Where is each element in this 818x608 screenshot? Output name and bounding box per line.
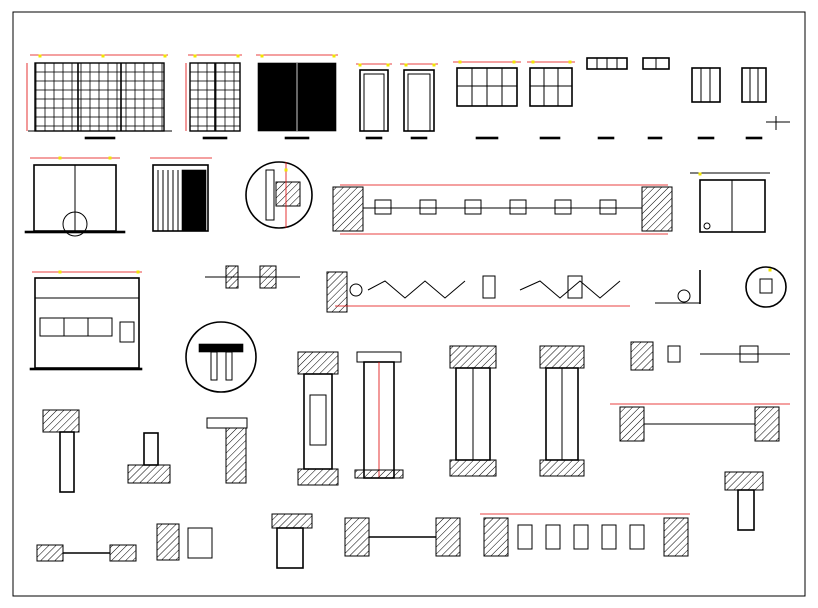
- section-head-detail-left: [42, 409, 80, 493]
- elevation-window-high-small: [642, 57, 670, 140]
- plan-section-jamb-c: [156, 523, 213, 561]
- dimension-grip-marker: [386, 63, 390, 67]
- vertical-section-window-b: [539, 345, 585, 477]
- section-sill-detail-b: [206, 417, 248, 484]
- dimension-grip-marker: [698, 172, 702, 176]
- plan-section-double-jamb: [344, 517, 461, 557]
- dimension-grip-marker: [101, 54, 105, 58]
- vertical-section-window-a: [449, 345, 497, 477]
- elevation-solid-double-door: [256, 54, 338, 140]
- elevation-single-door-a: [356, 63, 392, 140]
- detail-bubble-hinge: [245, 161, 313, 229]
- elevation-single-door-b: [400, 63, 438, 140]
- section-mullion-detail: [630, 341, 790, 371]
- elevation-window-high-wide: [586, 57, 628, 140]
- dimension-grip-marker: [404, 63, 408, 67]
- section-frame-jamb: [205, 265, 300, 289]
- elevation-triple-glazed-door: [26, 54, 172, 140]
- detail-bubble-threshold: [185, 321, 257, 393]
- dimension-grip-marker: [163, 54, 167, 58]
- dimension-grip-marker: [193, 54, 197, 58]
- section-small-jamb-right: [724, 471, 764, 531]
- dimension-grip-marker: [38, 54, 42, 58]
- dimension-grip-marker: [58, 270, 62, 274]
- dimension-grip-marker: [58, 156, 62, 160]
- dimension-grip-marker: [768, 268, 772, 272]
- elevation-double-glazed-door: [185, 54, 242, 140]
- dimension-grip-marker: [136, 270, 140, 274]
- detail-bubble-track: [745, 266, 787, 308]
- dimension-grip-marker: [358, 63, 362, 67]
- detail-roller-bracket: [655, 270, 701, 304]
- section-strip-window-row: [332, 184, 673, 235]
- plan-section-jamb-d: [271, 513, 313, 569]
- north-arrow-symbol: [766, 116, 790, 130]
- elevation-louvered-door: [150, 157, 212, 232]
- vertical-section-door-b: [354, 351, 404, 479]
- vertical-section-door-a: [297, 351, 339, 486]
- dimension-grip-marker: [568, 60, 572, 64]
- elevation-window-tall-a: [691, 67, 721, 140]
- elevation-window-medium: [527, 61, 575, 140]
- dimension-grip-marker: [332, 54, 336, 58]
- drawing-border: [12, 11, 806, 597]
- dimension-grip-marker: [260, 54, 264, 58]
- section-sill-detail-a: [127, 432, 171, 484]
- plan-section-folding-panels: [480, 513, 690, 557]
- elevation-window-large: [453, 61, 521, 140]
- plan-section-louver-row: [610, 403, 790, 442]
- elevation-sliding-glass-door: [24, 157, 126, 237]
- dimension-grip-marker: [531, 60, 535, 64]
- elevation-window-tall-b: [741, 67, 767, 140]
- plan-section-bottom-left: [36, 544, 137, 562]
- dimension-grip-marker: [236, 54, 240, 58]
- dimension-grip-marker: [512, 60, 516, 64]
- elevation-shopfront: [29, 271, 143, 371]
- section-sliding-track: [326, 271, 630, 313]
- dimension-grip-marker: [458, 60, 462, 64]
- dimension-grip-marker: [284, 168, 288, 172]
- elevation-glass-partition: [690, 172, 770, 233]
- dimension-grip-marker: [432, 63, 436, 67]
- dimension-grip-marker: [108, 156, 112, 160]
